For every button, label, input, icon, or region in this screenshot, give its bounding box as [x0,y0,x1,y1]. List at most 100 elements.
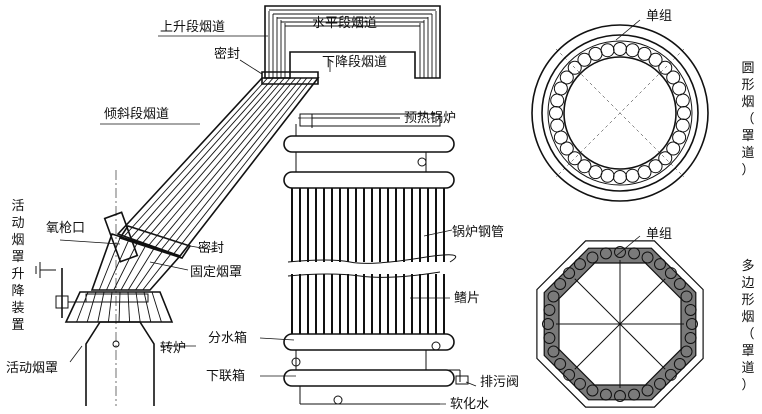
vertical-char: 烟 [741,95,754,110]
hood-tube-line [98,236,121,291]
hood-tube-line [120,244,147,291]
polygon-flue-tube [563,368,576,381]
round-flue-tube [648,159,663,174]
skirt-tube-line [127,291,131,323]
round-flue-tube [666,70,681,85]
round-flue-tube [549,106,563,120]
label-preheat-boiler: 预热锅炉 [404,110,456,126]
polygon-flue-tube [573,377,586,390]
skirt-tube-line [118,291,121,323]
label-lower-descending-flue: 下降段烟道 [322,55,387,70]
polygon-flue-tube [684,332,697,345]
label-seal-top: 密封 [214,46,240,62]
round-flue-tube [672,130,687,145]
round-flue-tube [600,168,615,183]
polygon-flue-tube [680,345,693,358]
polygon-flue-tube [673,277,686,290]
label-oxygen-lance: 氧枪口 [46,220,85,236]
vertical-char: 置 [11,318,24,333]
hood-tube-line [142,252,172,291]
octagon-spoke [619,278,666,325]
vertical-char: 升 [11,267,24,282]
polygon-flue-tube [686,318,698,330]
round-flue-tube [675,93,690,108]
round-flue-tube [577,52,592,67]
polygon-flue-tube [563,267,576,280]
polygon-flue-tube [586,251,599,264]
polygon-flue-tube [654,377,667,390]
polygon-flue-tube [573,258,586,271]
round-flue-tube [588,165,603,180]
round-flue-tube [553,130,568,145]
label-round-flue: 圆形烟（罩道） [741,61,754,178]
inclined-tube-line [142,77,285,244]
polygon-flue-section [536,240,704,408]
skirt-tube-line [135,291,141,323]
vertical-char: （ [741,327,754,342]
polygon-flue-tube [680,290,693,303]
vertical-char: 烟 [11,233,24,248]
label-fixed-hood: 固定烟罩 [190,265,242,280]
polygon-flue-tube [542,318,554,330]
hood-tube-line [106,239,130,291]
label-movable-hood: 活动烟罩 [6,361,58,376]
polygon-flue-tube [599,388,612,401]
labels: 上升段烟道 水平段烟道 密封 下降段烟道 倾斜段烟道 预热锅炉 氧枪口 锅炉钢管… [6,9,755,412]
inclined-tube-line [148,77,291,246]
skirt-tube-line [143,291,152,323]
round-flue-tube [550,93,565,108]
hood-tube-line [113,242,138,291]
polygon-flue-tube [543,303,556,316]
polygon-flue-tube [628,247,641,260]
polygon-flue-tube [614,246,626,258]
label-single-group-bottom: 单组 [646,227,672,242]
vertical-char: 烟 [741,310,754,325]
round-flue-tube [559,141,574,156]
polygon-flue-tube [664,267,677,280]
vertical-char: 形 [741,78,754,93]
vertical-char: 罩 [741,344,754,359]
polygon-flue-tube [586,384,599,397]
round-flue-tube [672,81,687,96]
vertical-char: 降 [11,284,24,299]
vertical-char: 罩 [741,129,754,144]
skirt-tube-line [151,291,162,323]
polygon-flue-tube [554,277,567,290]
polygon-flue-tube [554,358,567,371]
label-horizontal-flue: 水平段烟道 [312,16,377,31]
label-upper-rising-flue: 上升段烟道 [160,20,225,35]
inclined-tube-line [161,77,302,250]
vertical-char: ） [741,163,754,178]
polygon-flue-tube [654,258,667,271]
vertical-char: 道 [741,361,754,376]
polygon-flue-tube [599,247,612,260]
round-flue-tube [648,52,663,67]
inclined-tube-line [154,77,296,248]
round-flue-tube [625,168,640,183]
round-flue-tube [613,42,627,56]
polygon-flue-tube [641,251,654,264]
polygon-flue-tube [628,388,641,401]
round-flue-tube [637,165,652,180]
round-flue-section [531,24,709,202]
vertical-char: 活 [11,199,24,214]
inclined-tube-line [167,77,308,252]
round-flue-tube [675,118,690,133]
boiler-panel-bottom [283,271,469,405]
label-fin: 鳍片 [454,291,480,306]
polygon-flue-tube [547,345,560,358]
vertical-char: 道 [741,146,754,161]
label-boiler-tube: 锅炉钢管 [452,224,504,240]
round-flue-tube [637,46,652,61]
hood-lift-device [35,262,90,318]
round-flue-tube [625,43,640,58]
label-seal-mid: 密封 [198,240,224,256]
polygon-flue-tube [547,290,560,303]
octagon-spoke [574,323,621,370]
vertical-char: 动 [11,216,24,231]
polygon-flue-tube [664,368,677,381]
skirt-tube-line [86,291,97,323]
hood-tube-line [135,250,164,291]
